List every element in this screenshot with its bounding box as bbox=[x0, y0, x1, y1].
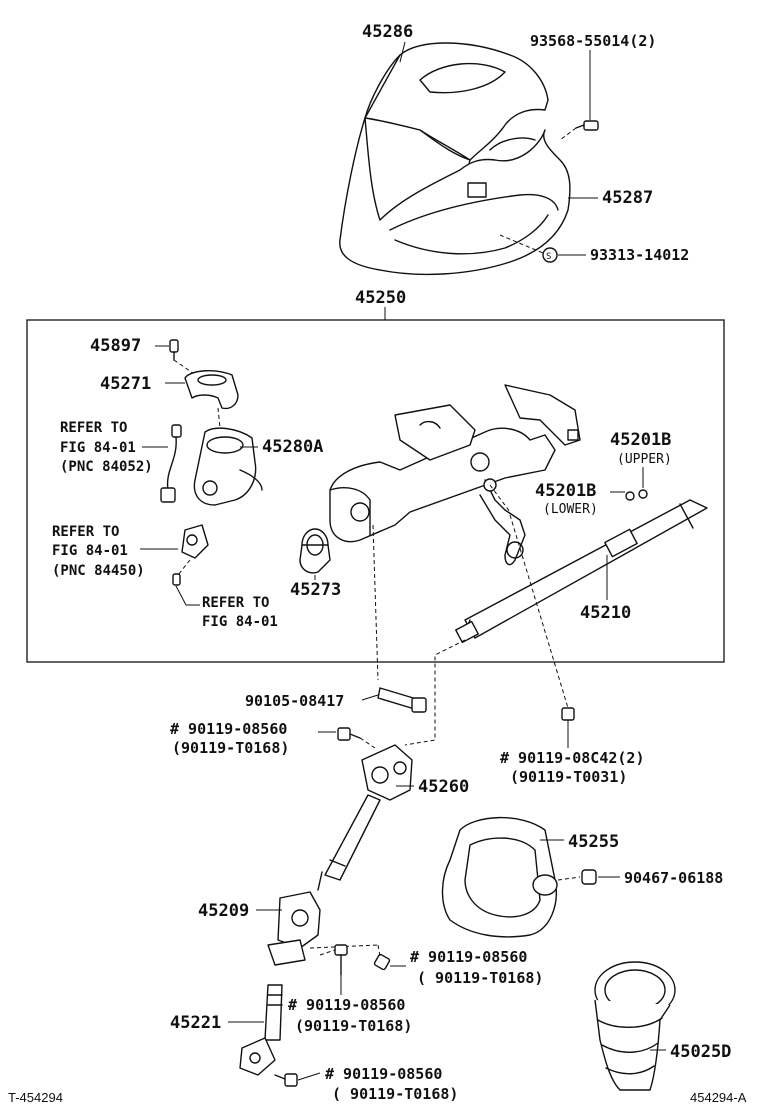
refer-note-2-line1: REFER TO bbox=[52, 524, 119, 540]
label-45271: 45271 bbox=[100, 374, 151, 394]
clip-93313[interactable]: S bbox=[542, 247, 558, 263]
sliding-yoke-45221[interactable] bbox=[239, 984, 283, 1076]
note-lower: (LOWER) bbox=[543, 502, 598, 517]
label-90119-e-alt: ( 90119-T0168) bbox=[332, 1085, 458, 1103]
upper-column-cover[interactable] bbox=[364, 42, 549, 189]
label-93313: 93313-14012 bbox=[590, 246, 689, 264]
steering-column-tube[interactable] bbox=[329, 384, 581, 566]
label-45210: 45210 bbox=[580, 603, 631, 623]
key-cylinder-84450[interactable] bbox=[181, 524, 209, 559]
label-90105: 90105-08417 bbox=[245, 692, 344, 710]
refer-note-2-line3: (PNC 84450) bbox=[52, 563, 145, 579]
label-45201B-lower: 45201B bbox=[535, 481, 596, 501]
screw-ref-84-01[interactable] bbox=[172, 573, 181, 586]
assembly-box-45250 bbox=[26, 319, 725, 663]
refer-note-1-line3: (PNC 84052) bbox=[60, 459, 153, 475]
bolt-90119-d[interactable] bbox=[334, 944, 348, 976]
figure-code-right: 454294-A bbox=[690, 1090, 747, 1105]
figure-code-left: T-454294 bbox=[8, 1090, 63, 1105]
note-upper: (UPPER) bbox=[617, 452, 672, 467]
bolt-90119-a[interactable] bbox=[337, 727, 361, 741]
bolt-90119-e[interactable] bbox=[274, 1073, 298, 1087]
label-45255: 45255 bbox=[568, 832, 619, 852]
screw-93568[interactable] bbox=[575, 120, 599, 131]
label-45280A: 45280A bbox=[262, 437, 323, 457]
label-45286: 45286 bbox=[362, 22, 413, 42]
screw-45897[interactable] bbox=[169, 339, 179, 361]
label-45260: 45260 bbox=[418, 777, 469, 797]
label-90119-a-alt: (90119-T0168) bbox=[172, 739, 289, 757]
clip-90467[interactable] bbox=[581, 869, 597, 885]
refer-note-3-line1: REFER TO bbox=[202, 595, 269, 611]
bushing-45273[interactable] bbox=[299, 528, 331, 574]
bolt-90119-c[interactable] bbox=[373, 953, 391, 971]
label-45273: 45273 bbox=[290, 580, 341, 600]
bolt-90105[interactable] bbox=[377, 687, 427, 713]
bracket-45271[interactable] bbox=[184, 370, 239, 410]
label-90119-a: # 90119-08560 bbox=[170, 720, 287, 738]
refer-note-1-line2: FIG 84-01 bbox=[60, 440, 136, 456]
label-45897: 45897 bbox=[90, 336, 141, 356]
label-90119-d-alt: (90119-T0168) bbox=[295, 1017, 412, 1035]
lower-column-cover[interactable] bbox=[339, 117, 571, 276]
refer-note-3-line2: FIG 84-01 bbox=[202, 614, 278, 630]
housing-45280A[interactable] bbox=[193, 427, 263, 506]
label-90119-c-alt: ( 90119-T0168) bbox=[417, 969, 543, 987]
label-45209: 45209 bbox=[198, 901, 249, 921]
label-45221: 45221 bbox=[170, 1013, 221, 1033]
label-45201B-upper: 45201B bbox=[610, 430, 671, 450]
label-90119-b-alt: (90119-T0031) bbox=[510, 768, 627, 786]
label-90119-e: # 90119-08560 bbox=[325, 1065, 442, 1083]
label-45025D: 45025D bbox=[670, 1042, 731, 1062]
label-90119-b: # 90119-08C42(2) bbox=[500, 749, 645, 767]
label-93568: 93568-55014(2) bbox=[530, 32, 656, 50]
label-90119-c: # 90119-08560 bbox=[410, 948, 527, 966]
main-shaft-45210[interactable] bbox=[455, 499, 708, 644]
label-45287: 45287 bbox=[602, 188, 653, 208]
intermediate-shaft-45260[interactable] bbox=[317, 744, 413, 891]
svg-text:S: S bbox=[546, 252, 551, 262]
universal-joint-45209[interactable] bbox=[267, 891, 321, 966]
label-90119-d: # 90119-08560 bbox=[288, 996, 405, 1014]
wire-harness-84052[interactable] bbox=[160, 424, 182, 503]
label-90467: 90467-06188 bbox=[624, 869, 723, 887]
refer-note-2-line2: FIG 84-01 bbox=[52, 543, 128, 559]
bolt-90119-b[interactable] bbox=[561, 707, 575, 721]
label-45250: 45250 bbox=[355, 288, 406, 308]
dust-boot-45025D[interactable] bbox=[594, 961, 676, 1091]
refer-note-1-line1: REFER TO bbox=[60, 420, 127, 436]
column-hole-cover-45255[interactable] bbox=[441, 816, 558, 938]
